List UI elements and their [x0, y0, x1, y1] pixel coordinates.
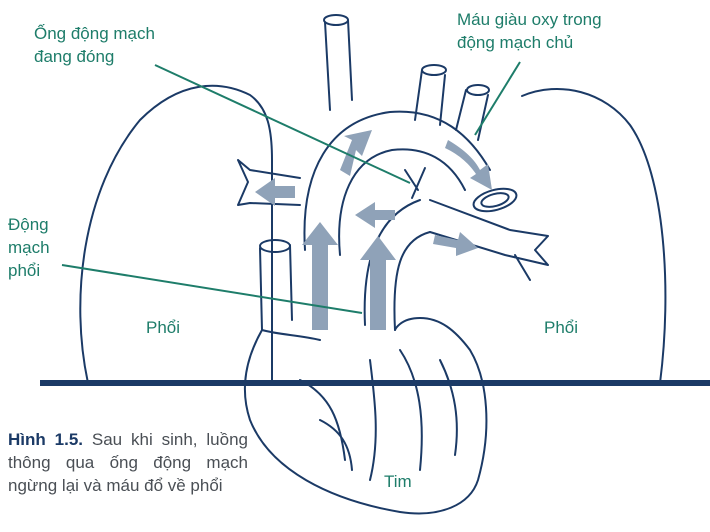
label-heart: Tim — [384, 470, 412, 493]
pulmonary-trunk-opening — [260, 240, 290, 252]
aorta-vessel-3-opening — [467, 85, 489, 95]
figure-number: Hình 1.5. — [8, 430, 83, 449]
label-lung-left: Phổi — [146, 316, 180, 339]
label-ductus: Ống động mạch đang đóng — [34, 22, 155, 68]
label-pulmonary-artery: Động mạch phổi — [8, 213, 50, 282]
label-aorta: Máu giàu oxy trong động mạch chủ — [457, 8, 602, 54]
pulmonary-trunk-left — [260, 245, 292, 330]
leader-ductus — [155, 65, 410, 183]
aorta-vessel-1 — [325, 20, 352, 110]
flow-arrow-middle-left — [355, 202, 395, 228]
flow-arrow-to-left-lung — [255, 178, 295, 206]
aorta-vessel-2-opening — [422, 65, 446, 75]
figure-caption: Hình 1.5. Sau khi sinh, luồng thông qua … — [8, 428, 248, 497]
flow-arrow-up-left — [302, 222, 338, 330]
aortic-arch — [304, 112, 490, 255]
heart-outline — [245, 318, 487, 513]
heart-vessel-lines — [300, 350, 457, 480]
flow-arrow-aorta-descending — [445, 140, 492, 190]
label-lung-right: Phổi — [544, 316, 578, 339]
leader-aorta — [475, 62, 520, 135]
right-lung-outline — [515, 89, 665, 383]
aorta-descending-opening — [471, 185, 519, 216]
aorta-vessel-1-opening — [324, 15, 348, 25]
